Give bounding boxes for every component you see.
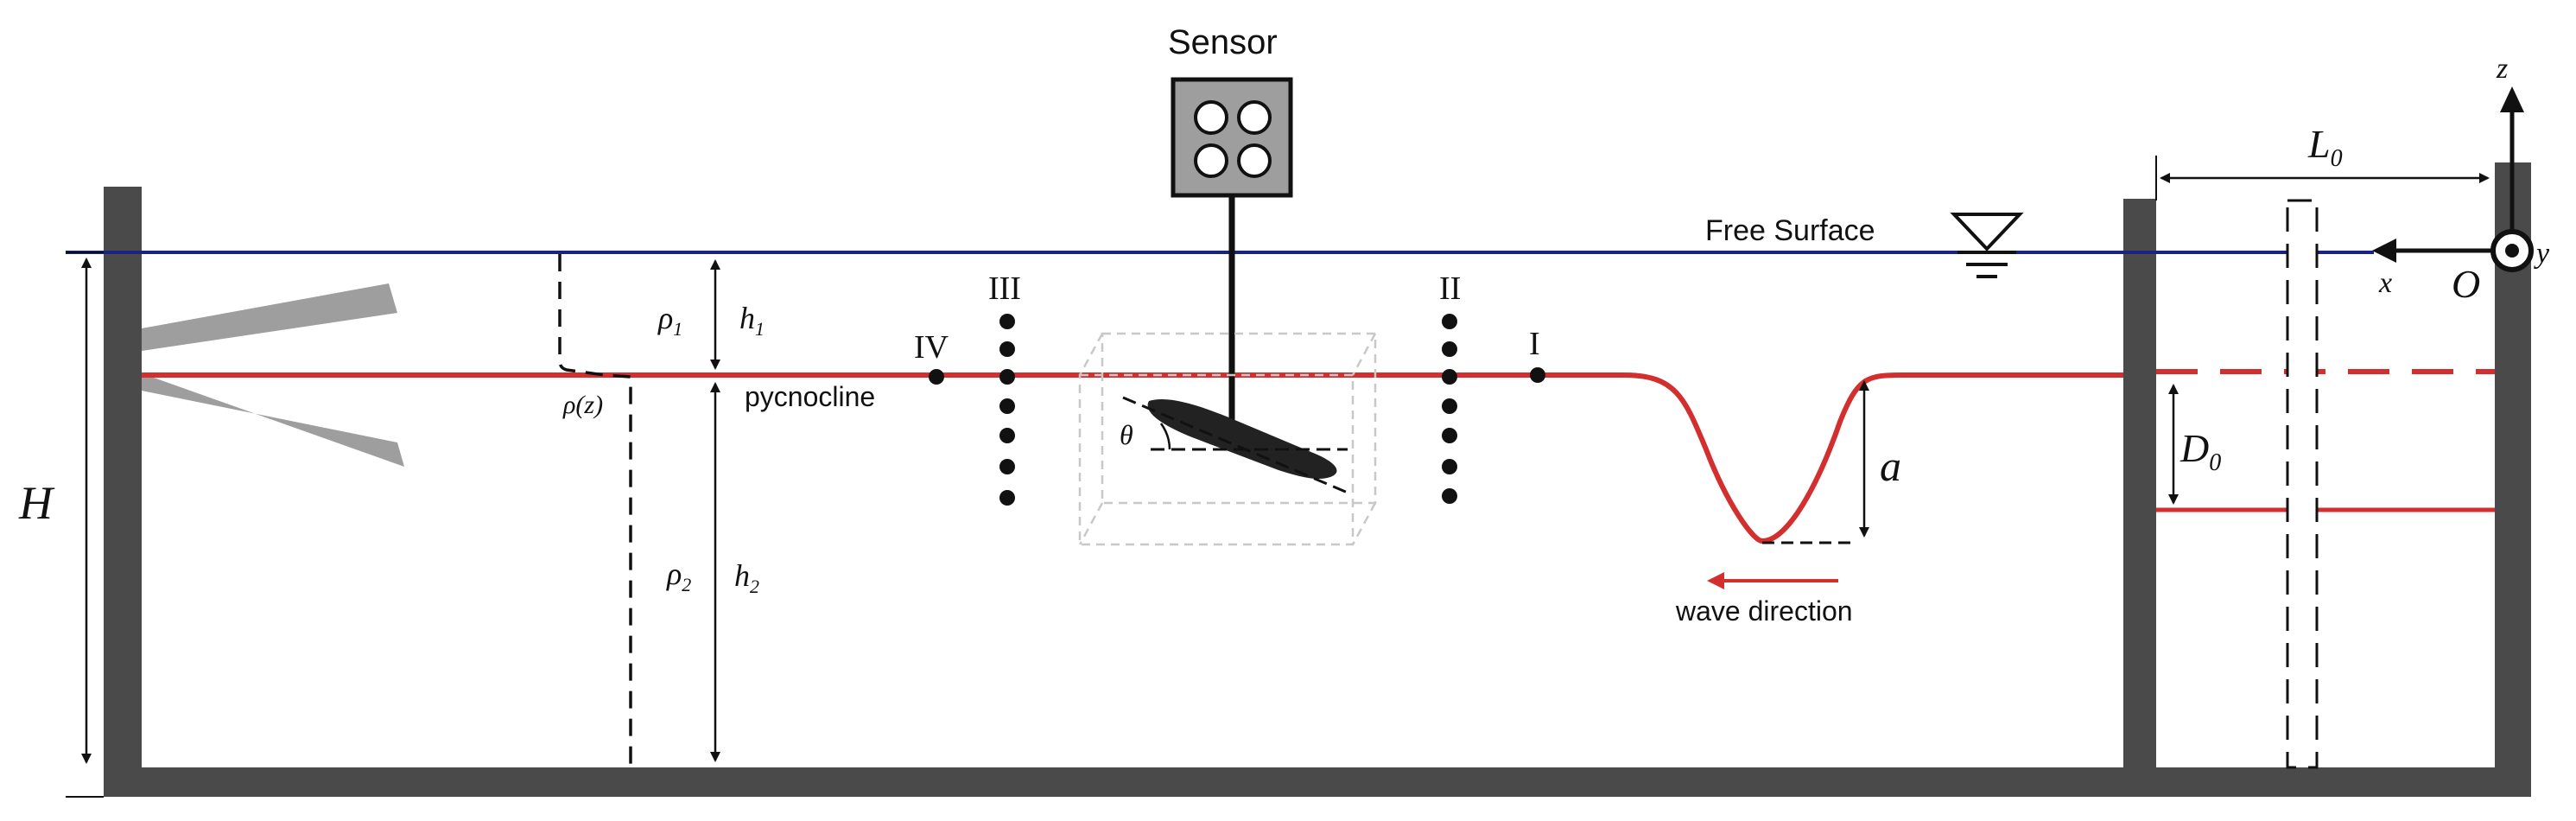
H-label: H xyxy=(18,477,55,529)
theta-label: θ xyxy=(1120,419,1133,450)
left-wall xyxy=(104,187,142,771)
h2-label: h2 xyxy=(734,558,759,597)
pycnocline-line xyxy=(142,372,2123,544)
station-II-label: II xyxy=(1439,270,1461,307)
x-axis-arrowhead xyxy=(2372,239,2396,263)
h1-label: h1 xyxy=(739,301,765,340)
pycnocline-label: pycnocline xyxy=(745,381,875,412)
station-IV-point xyxy=(929,369,944,385)
station-III-label: III xyxy=(988,270,1021,307)
z-axis-arrowhead xyxy=(2500,86,2524,112)
wave-paddle-upper xyxy=(142,283,397,351)
origin-label: O xyxy=(2452,262,2480,306)
rho-z-label: ρ(z) xyxy=(562,391,603,419)
rho1-label: ρ1 xyxy=(657,301,682,340)
a-label: a xyxy=(1880,442,1901,490)
angle-arc xyxy=(1159,423,1171,450)
station-II-points xyxy=(1442,314,1457,504)
tank-floor xyxy=(104,767,2531,797)
wave-direction-label: wave direction xyxy=(1675,595,1853,627)
y-label: y xyxy=(2534,238,2550,270)
z-label: z xyxy=(2496,53,2508,85)
density-profile-dashed xyxy=(558,254,632,767)
wave-paddle-lower xyxy=(142,373,404,467)
test-section-box xyxy=(1078,332,1377,546)
sensor-label: Sensor xyxy=(1168,23,1278,61)
free-surface-symbol xyxy=(1950,213,2024,278)
y-axis-dot xyxy=(2505,244,2519,258)
station-I-point xyxy=(1530,367,1545,383)
station-IV-label: IV xyxy=(914,329,949,366)
sensor-box xyxy=(1171,77,1293,198)
dashed-gate xyxy=(2286,199,2319,769)
L0-label: L0 xyxy=(2307,122,2343,172)
rho2-label: ρ2 xyxy=(666,557,691,595)
gate-wall xyxy=(2123,199,2156,767)
inclined-body xyxy=(1147,399,1337,480)
station-I-label: I xyxy=(1529,326,1540,362)
free-surface-label: Free Surface xyxy=(1705,214,1875,247)
station-III-points xyxy=(999,314,1015,506)
D0-label: D0 xyxy=(2179,426,2221,476)
x-label: x xyxy=(2378,267,2392,299)
sensor-ports xyxy=(1194,100,1272,178)
